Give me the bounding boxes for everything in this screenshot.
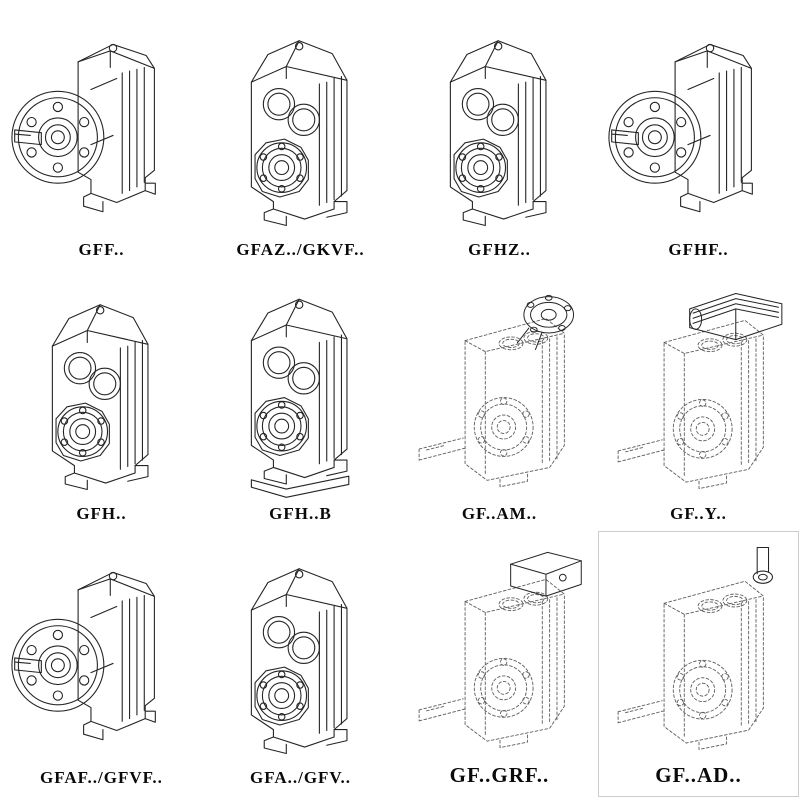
product-cell-gfhz: GFHZ.. bbox=[400, 4, 599, 268]
product-label: GF..Y.. bbox=[670, 504, 727, 523]
motor-block bbox=[688, 293, 782, 341]
gearbox-body bbox=[251, 41, 347, 226]
product-label: GFH.. bbox=[76, 504, 127, 523]
product-label: GF..GRF.. bbox=[449, 763, 550, 787]
gearbox-body-phantom bbox=[618, 581, 763, 749]
gearbox-body-phantom bbox=[419, 579, 564, 747]
phantom-gearbox-adapter-drawing bbox=[406, 551, 582, 760]
product-label: GFAF../GFVF.. bbox=[40, 768, 163, 787]
gearbox-body bbox=[450, 41, 546, 226]
bore-output-gearbox-drawing bbox=[406, 21, 594, 237]
product-cell-gfaz-gkvf: GFAZ../GKVF.. bbox=[201, 4, 400, 268]
input-shaft bbox=[752, 546, 773, 584]
product-label: GFF.. bbox=[78, 240, 125, 259]
gearbox-body bbox=[11, 572, 154, 739]
product-label: GFH..B bbox=[269, 504, 332, 523]
product-label: GF..AM.. bbox=[461, 504, 538, 523]
gearbox-body-phantom bbox=[618, 320, 763, 488]
gearbox-body bbox=[11, 44, 154, 211]
gearbox-body bbox=[52, 305, 148, 490]
product-label: GFHZ.. bbox=[468, 240, 531, 259]
bore-output-gearbox-drawing bbox=[207, 21, 395, 237]
phantom-gearbox-input-shaft-drawing bbox=[605, 546, 773, 760]
gearbox-body-phantom bbox=[419, 319, 564, 487]
gearbox-body bbox=[251, 299, 347, 484]
product-cell-gfa-gfv: GFA../GFV.. bbox=[201, 532, 400, 796]
bore-output-gearbox-drawing bbox=[207, 549, 395, 765]
flange-output-gearbox-drawing bbox=[8, 21, 196, 237]
product-cell-gfh-b: GFH..B bbox=[201, 268, 400, 532]
gearbox-body bbox=[608, 44, 751, 211]
bore-output-gearbox-drawing bbox=[8, 285, 196, 501]
adapter-box bbox=[509, 551, 582, 597]
bore-output-gearbox-baseplate-drawing bbox=[250, 285, 349, 498]
product-label: GFAZ../GKVF.. bbox=[236, 240, 365, 259]
phantom-gearbox-motor-drawing bbox=[605, 293, 782, 501]
flange-output-gearbox-drawing bbox=[8, 549, 196, 765]
gearbox-body bbox=[251, 569, 347, 754]
product-cell-gf-ad: GF..AD.. bbox=[598, 531, 799, 797]
flange-output-gearbox-drawing bbox=[605, 21, 793, 237]
product-cell-gfh: GFH.. bbox=[2, 268, 201, 532]
product-label: GFA../GFV.. bbox=[249, 768, 352, 787]
product-cell-gfhf: GFHF.. bbox=[599, 4, 798, 268]
product-cell-gf-am: GF..AM.. bbox=[400, 268, 599, 532]
product-label: GF..AD.. bbox=[655, 763, 742, 787]
baseplate bbox=[250, 475, 349, 498]
product-cell-gf-y: GF..Y.. bbox=[599, 268, 798, 532]
product-cell-gf-grf: GF..GRF.. bbox=[400, 532, 599, 796]
phantom-gearbox-input-flange-drawing bbox=[406, 294, 574, 501]
product-cell-gfaf-gfvf: GFAF../GFVF.. bbox=[2, 532, 201, 796]
product-cell-gff: GFF.. bbox=[2, 4, 201, 268]
product-label: GFHF.. bbox=[668, 240, 729, 259]
